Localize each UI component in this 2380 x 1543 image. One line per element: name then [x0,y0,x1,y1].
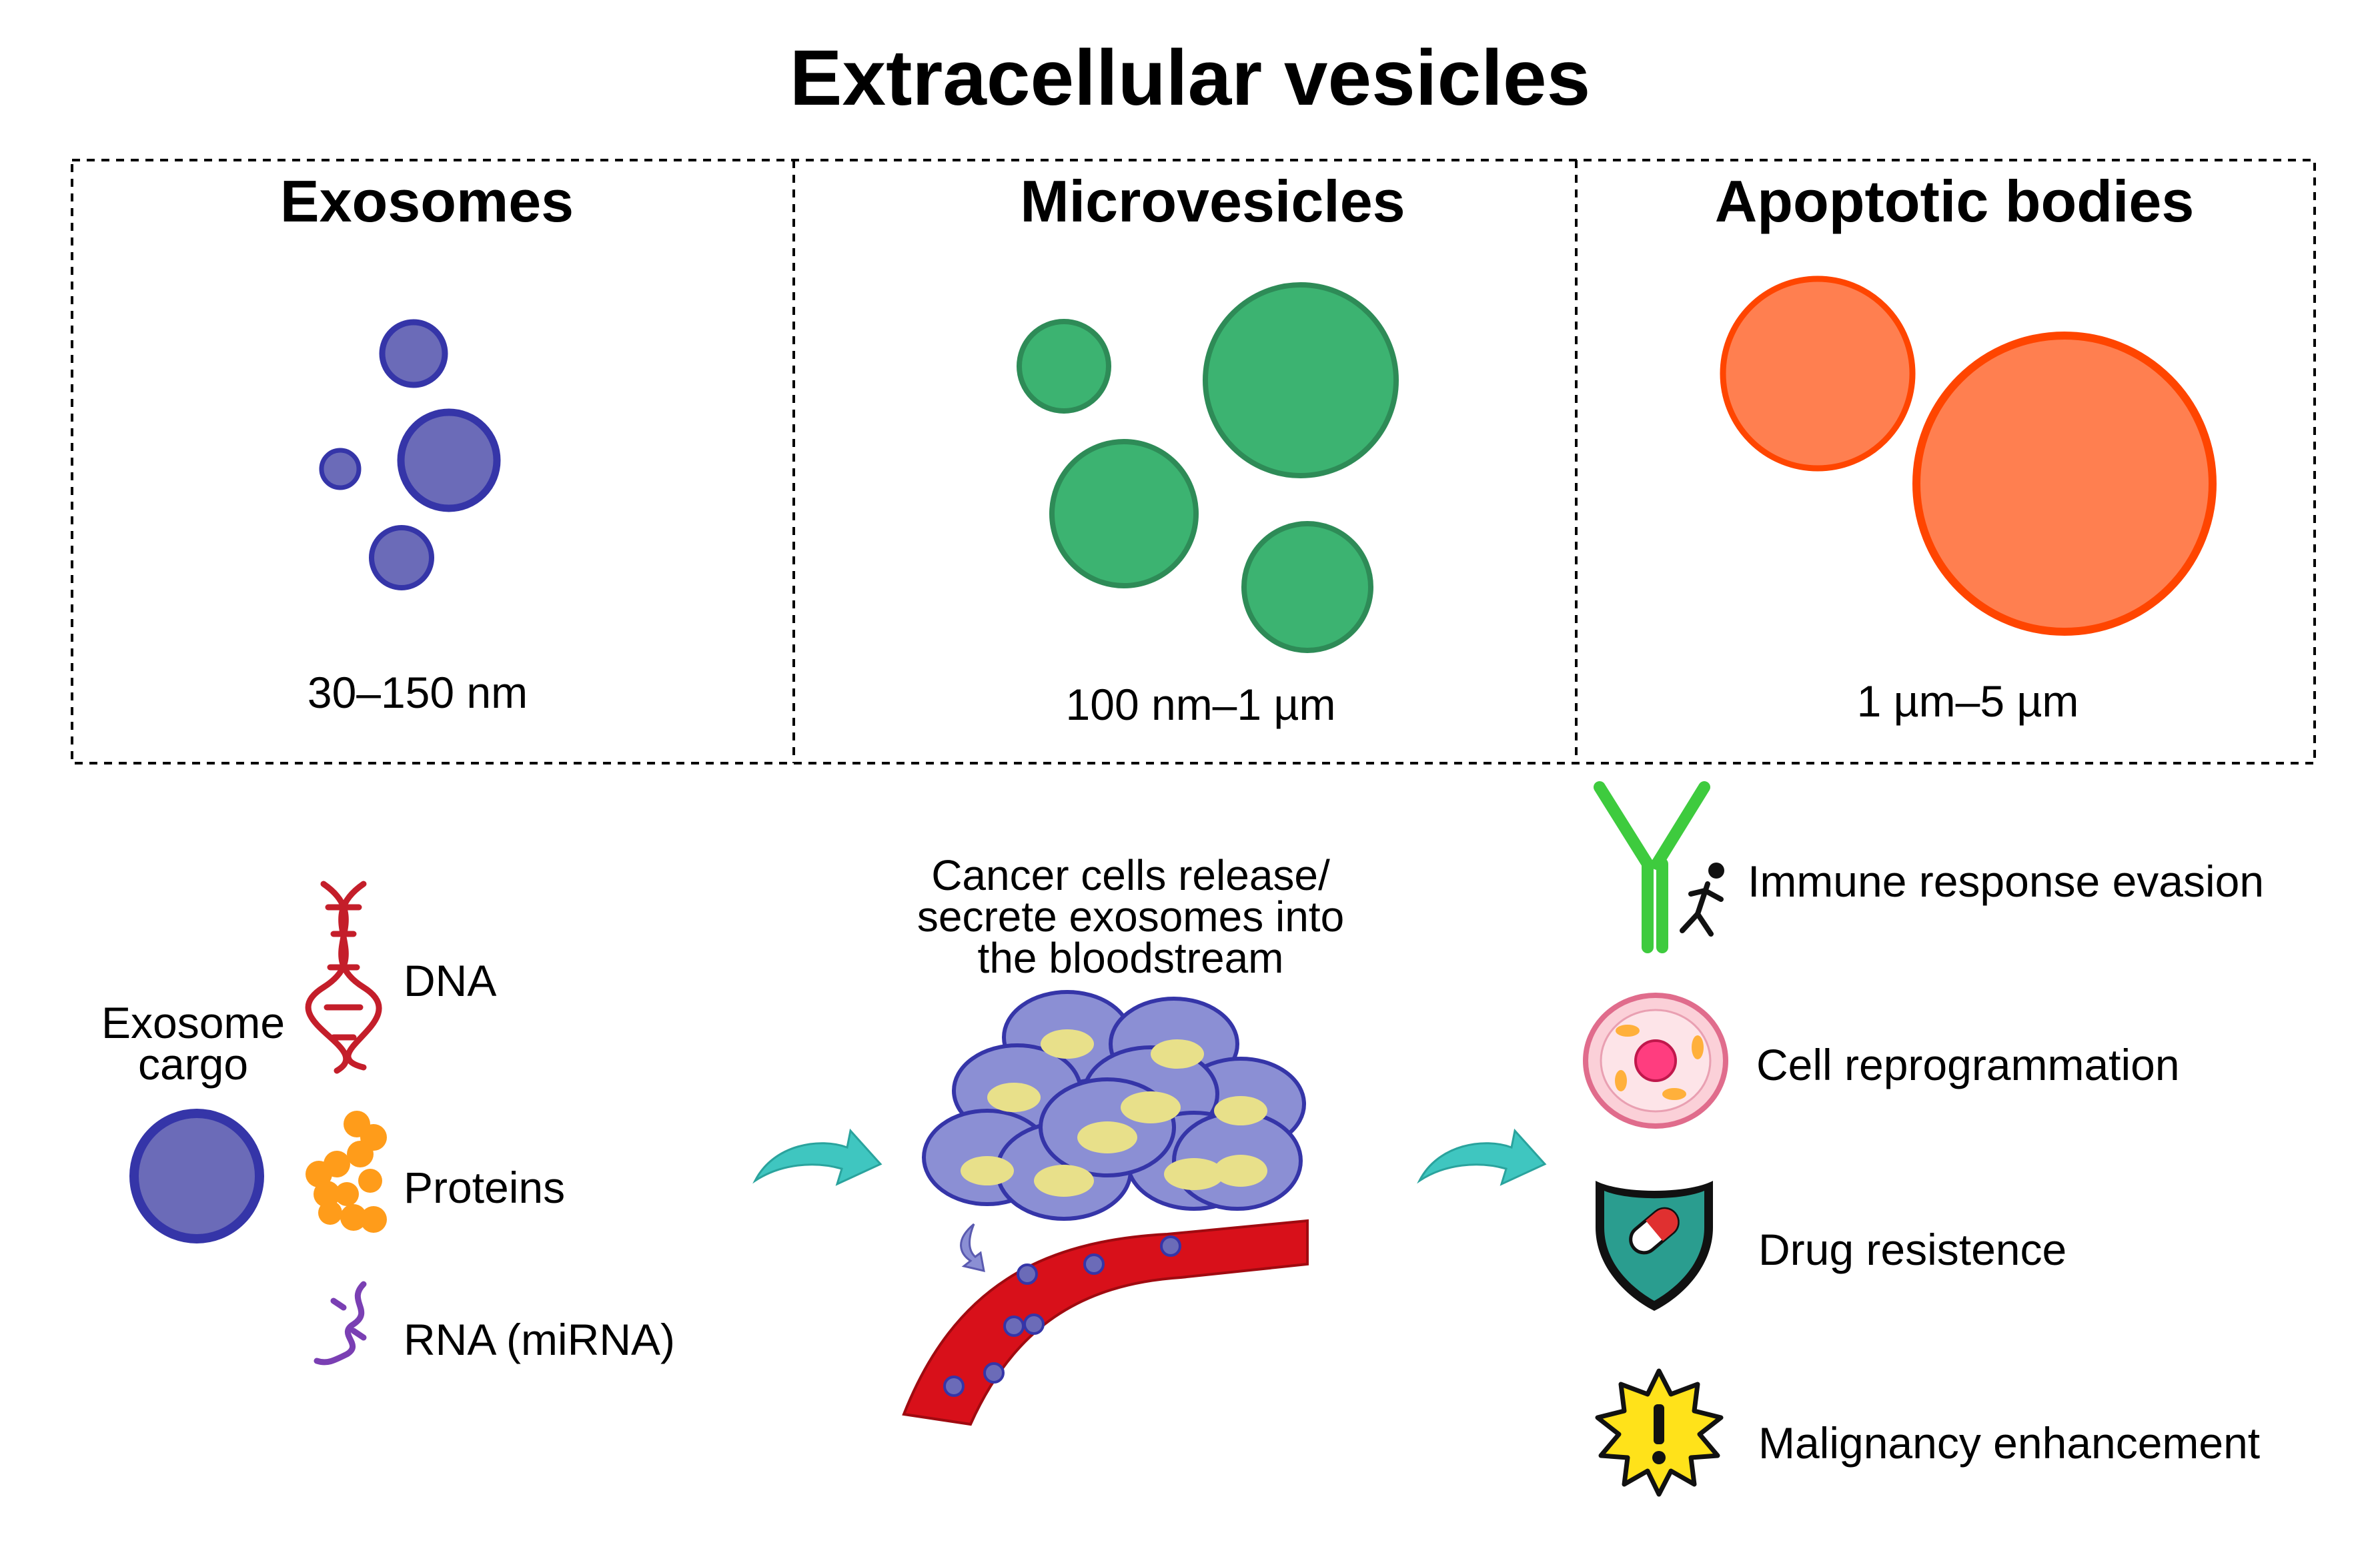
microvesicle-circle [1017,319,1111,414]
size-label-exosomes: 30–150 nm [307,668,528,717]
exosome-circle [379,319,448,388]
cargo-item-proteins: Proteins [404,1163,566,1212]
figure-title: Extracellular vesicles [789,34,1591,122]
exosome-circle [369,525,434,590]
proteins-icon [306,1111,387,1233]
microvesicle-circle [1203,282,1399,478]
dna-icon [305,881,382,1074]
exosome-cargo-label-line2: cargo [138,1039,249,1089]
effect-cell-reprogrammation: Cell reprogrammation [1756,1040,2180,1089]
size-label-apoptotic-bodies: 1 µm–5 µm [1856,676,2079,726]
cancer-cells-icon [922,990,1306,1221]
effect-drug-resistence: Drug resistence [1758,1225,2067,1274]
flow-arrow-left [752,1128,882,1186]
cell-icon [1583,993,1728,1129]
effect-malignancy-enhancement: Malignancy enhancement [1758,1418,2261,1468]
warning-burst-icon [1595,1368,1724,1497]
release-caption-line3: the bloodstream [977,934,1284,982]
exosome-circle [397,408,501,512]
exosome-vesicles [319,319,501,590]
apoptotic-bodies [1720,276,2217,636]
rna-icon [314,1281,367,1366]
shield-pill-icon [1596,1181,1713,1311]
blood-vessel-icon [902,1219,1309,1426]
apoptotic-body-circle [1912,332,2217,636]
release-arrow-icon [960,1223,985,1272]
antibody-runner-icon [1594,781,1724,953]
microvesicle-circle [1241,521,1373,653]
flow-arrow-right [1417,1128,1547,1186]
size-label-microvesicles: 100 nm–1 µm [1065,680,1336,729]
panel-title-apoptotic-bodies: Apoptotic bodies [1714,168,2195,234]
release-caption-line2: secrete exosomes into [917,893,1345,941]
effect-immune-evasion: Immune response evasion [1748,857,2265,906]
cargo-item-dna: DNA [404,956,497,1005]
vesicle-panels-box [71,159,2316,764]
panel-title-exosomes: Exosomes [279,168,574,234]
panel-title-microvesicles: Microvesicles [1020,168,1405,234]
microvesicle-vesicles [1017,282,1399,653]
exosome-cargo-label-line1: Exosome [101,998,285,1047]
exosome-circle [319,448,362,490]
release-caption-line1: Cancer cells release/ [931,851,1330,899]
microvesicle-circle [1049,439,1199,588]
cargo-item-rna: RNA (miRNA) [404,1315,675,1364]
apoptotic-body-circle [1720,276,1916,472]
exosome-cargo-circle [129,1109,264,1243]
